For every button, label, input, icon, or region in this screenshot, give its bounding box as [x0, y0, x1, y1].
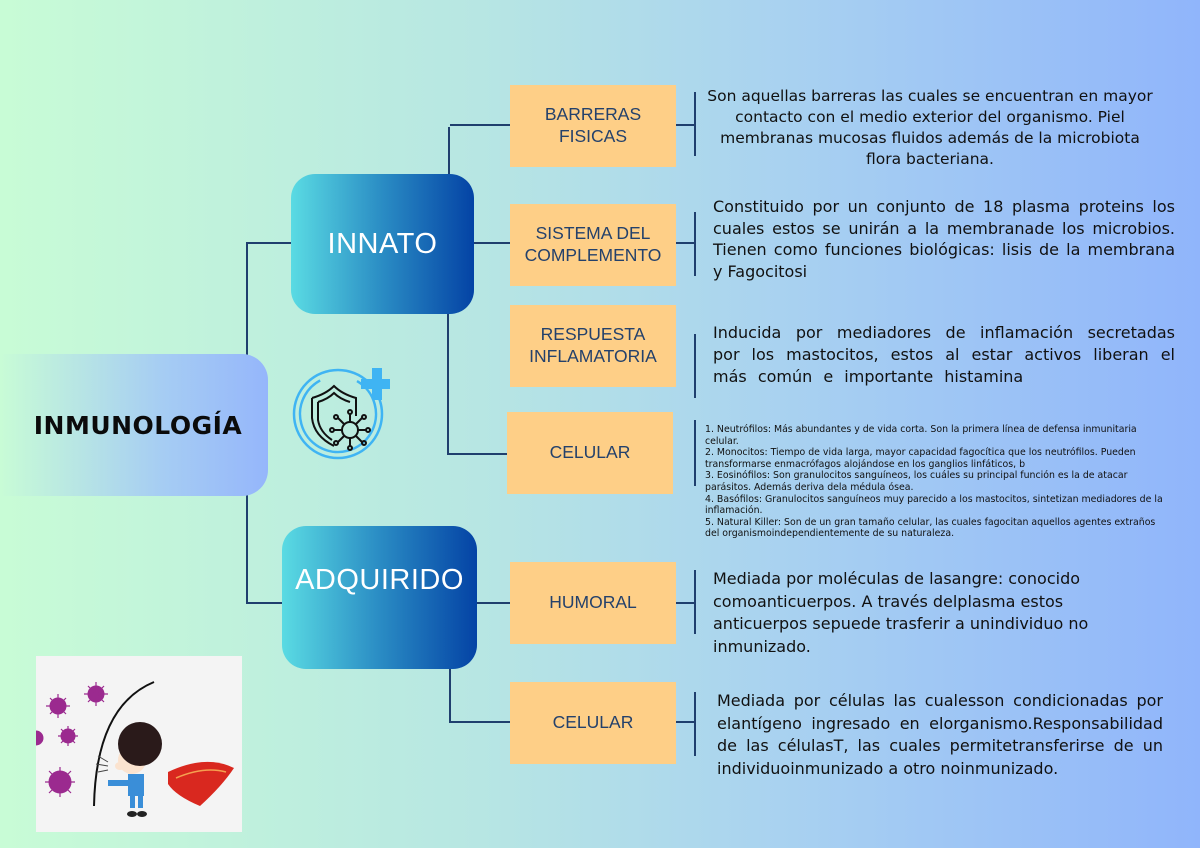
- bracket-celular-innato: [694, 420, 696, 486]
- connector-adquirido-to-celular: [449, 721, 510, 723]
- celular-item-basofilos: 4. Basófilos: Granulocitos sanguíneos mu…: [705, 493, 1163, 517]
- celular-item-eosinofilos: 3. Eosinófilos: Son granulocitos sanguín…: [705, 470, 1128, 493]
- node-humoral: HUMORAL: [510, 562, 676, 644]
- connector-complemento-stub: [676, 242, 696, 244]
- child-superhero-blocking-viruses-illustration: [36, 656, 242, 832]
- connector-root-to-innato: [246, 242, 292, 244]
- shield-virus-medical-icon: [290, 362, 393, 462]
- description-barreras-fisicas: Son aquellas barreras las cuales se encu…: [707, 87, 1153, 168]
- bracket-inflamatoria: [694, 334, 696, 398]
- connector-adquirido-to-humoral: [476, 602, 510, 604]
- node-respuesta-inflamatoria: RESPUESTA INFLAMATORIA: [510, 305, 676, 387]
- node-sistema-complemento: SISTEMA DEL COMPLEMENTO: [510, 204, 676, 286]
- branch-innato: INNATO: [291, 174, 474, 314]
- celular-item-neutrofilos: 1. Neutrófilos: Más abundantes y de vida…: [705, 424, 1137, 447]
- connector-innato-down: [447, 313, 449, 455]
- connector-adquirido-down: [449, 668, 451, 722]
- celular-item-natural-killer: 5. Natural Killer: Son de un gran tamaño…: [705, 516, 1156, 540]
- bracket-humoral: [694, 570, 696, 634]
- connector-celular-adquirido-stub: [676, 721, 696, 723]
- connector-root-to-adquirido: [246, 602, 284, 604]
- connector-innato-to-complemento: [474, 242, 510, 244]
- branch-title-adquirido: ADQUIRIDO: [295, 564, 464, 596]
- root-title: INMUNOLOGÍA: [33, 410, 243, 440]
- bracket-barreras: [694, 92, 696, 156]
- description-sistema-complemento: Constituido por un conjunto de 18 plasma…: [713, 197, 1175, 281]
- description-celular-adquirido: Mediada por células las cualesson condic…: [717, 691, 1163, 778]
- connector-humoral-stub: [676, 602, 696, 604]
- description-respuesta-inflamatoria: Inducida por mediadores de inflamación s…: [713, 323, 1175, 386]
- description-humoral: Mediada por moléculas de lasangre: conoc…: [713, 569, 1089, 656]
- description-celular-innato: 1. Neutrófilos: Más abundantes y de vida…: [705, 424, 1165, 540]
- bracket-complemento: [694, 212, 696, 276]
- branch-title-innato: INNATO: [327, 227, 438, 260]
- branch-adquirido: ADQUIRIDO: [282, 526, 477, 669]
- connector-innato-to-celular: [447, 453, 507, 455]
- node-barreras-fisicas: BARRERAS FISICAS: [510, 85, 676, 167]
- connector-innato-to-barreras: [450, 124, 510, 126]
- root-node-inmunologia: INMUNOLOGÍA: [0, 354, 268, 496]
- bracket-celular-adquirido: [694, 692, 696, 756]
- node-celular-adquirido: CELULAR: [510, 682, 676, 764]
- celular-item-monocitos: 2. Monocitos: Tiempo de vida larga, mayo…: [705, 447, 1136, 470]
- node-celular-innato: CELULAR: [507, 412, 673, 494]
- connector-innato-up: [448, 127, 450, 177]
- connector-barreras-stub: [676, 124, 696, 126]
